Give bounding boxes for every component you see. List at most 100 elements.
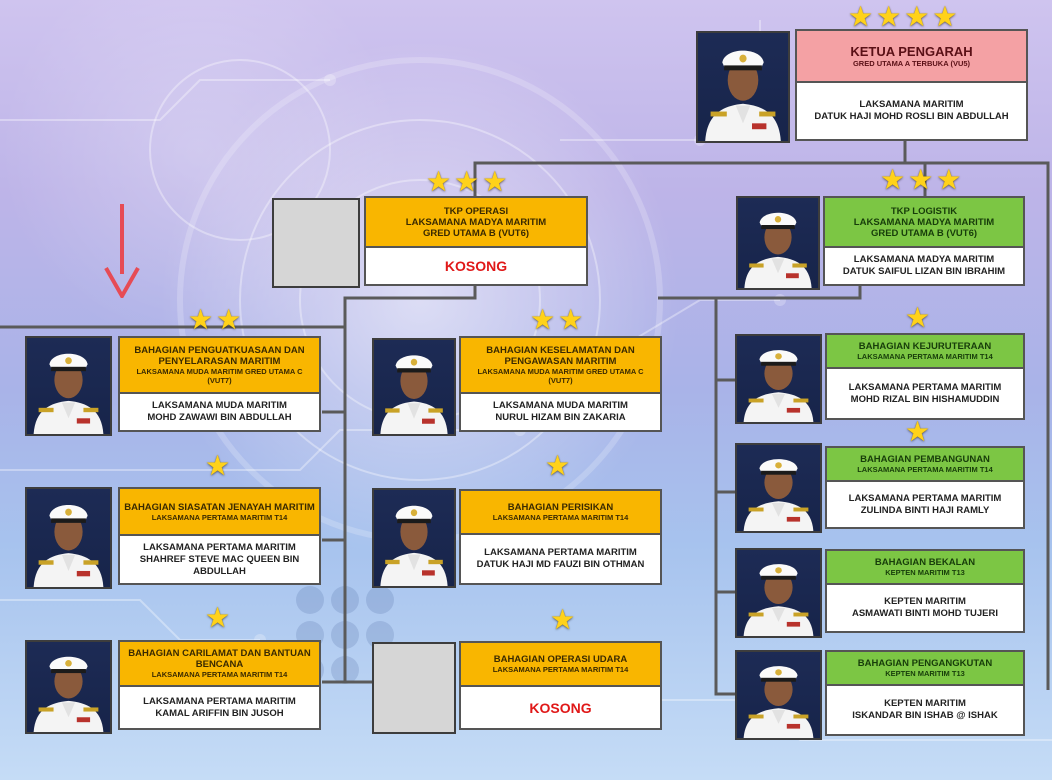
mid-0-name-block: LAKSAMANA MUDA MARITIM NURUL HIZAM BIN Z… <box>461 394 660 430</box>
star-icon: ★ <box>545 450 571 481</box>
mid-2-status: KOSONG <box>529 699 592 716</box>
right-1-stars: ★ <box>905 418 930 446</box>
mid-1-header: BAHAGIAN PERISIKAN LAKSAMANA PERTAMA MAR… <box>461 491 660 535</box>
officer-portrait-icon <box>33 353 104 434</box>
director-grade: GRED UTAMA A TERBUKA (VU5) <box>852 59 971 68</box>
ops-stars: ★★★ <box>426 168 507 196</box>
mid-0-photo <box>372 338 456 436</box>
ops-card: TKP OPERASI LAKSAMANA MADYA MARITIM GRED… <box>364 196 588 286</box>
left-1-name: SHAHREF STEVE MAC QUEEN BIN ABDULLAH <box>139 553 300 577</box>
mid-1-stars: ★ <box>545 452 570 480</box>
director-stars: ★★★★ <box>848 3 957 31</box>
mid-2-grade: LAKSAMANA PERTAMA MARITIM T14 <box>492 665 629 674</box>
star-icon: ★ <box>205 450 231 481</box>
officer-portrait-icon <box>743 350 814 422</box>
left-1-stars: ★ <box>205 452 230 480</box>
right-1-rank: LAKSAMANA PERTAMA MARITIM <box>848 492 1002 504</box>
right-2-name: ASMAWATI BINTI MOHD TUJERI <box>851 608 999 619</box>
left-2-header: BAHAGIAN CARILAMAT DAN BANTUAN BENCANA L… <box>120 642 319 687</box>
right-3-title: BAHAGIAN PENGANGKUTAN <box>857 658 993 669</box>
left-1-name-block: LAKSAMANA PERTAMA MARITIM SHAHREF STEVE … <box>120 536 319 583</box>
right-2-name-block: KEPTEN MARITIM ASMAWATI BINTI MOHD TUJER… <box>827 585 1023 631</box>
left-0-name: MOHD ZAWAWI BIN ABDULLAH <box>147 412 292 423</box>
left-0-photo <box>25 336 112 436</box>
left-1-photo <box>25 487 112 589</box>
left-0-header: BAHAGIAN PENGUATKUASAAN DAN PENYELARASAN… <box>120 338 319 394</box>
right-2-card: BAHAGIAN BEKALAN KEPTEN MARITIM T13 KEPT… <box>825 549 1025 633</box>
ops-status: KOSONG <box>444 258 508 274</box>
left-2-rank: LAKSAMANA PERTAMA MARITIM <box>143 695 296 707</box>
left-2-grade: LAKSAMANA PERTAMA MARITIM T14 <box>151 670 288 679</box>
director-photo <box>696 31 790 143</box>
mid-1-card: BAHAGIAN PERISIKAN LAKSAMANA PERTAMA MAR… <box>459 489 662 585</box>
star-icon: ★ <box>936 164 962 195</box>
star-icon: ★ <box>426 166 452 197</box>
star-icon: ★ <box>880 164 906 195</box>
star-icon: ★ <box>904 1 930 32</box>
director-rank: LAKSAMANA MARITIM <box>859 99 964 110</box>
left-1-grade: LAKSAMANA PERTAMA MARITIM T14 <box>151 512 288 522</box>
star-icon: ★ <box>848 1 874 32</box>
left-0-rank: LAKSAMANA MUDA MARITIM <box>152 400 287 411</box>
mid-1-grade: LAKSAMANA PERTAMA MARITIM T14 <box>492 513 629 522</box>
mid-2-status-block: KOSONG <box>461 687 660 728</box>
mid-0-grade: LAKSAMANA MUDA MARITIM GRED UTAMA C (VUT… <box>477 367 644 385</box>
right-2-title: BAHAGIAN BEKALAN <box>874 557 976 568</box>
ops-title: TKP OPERASI <box>443 205 509 217</box>
logistics-photo <box>736 196 820 290</box>
star-icon: ★ <box>482 166 508 197</box>
officer-portrait-icon <box>743 459 814 531</box>
director-name-block: LAKSAMANA MARITIM DATUK HAJI MOHD ROSLI … <box>797 83 1026 139</box>
mid-2-title: BAHAGIAN OPERASI UDARA <box>493 654 628 665</box>
mid-0-stars: ★★ <box>530 306 583 334</box>
right-3-name-block: KEPTEN MARITIM ISKANDAR BIN ISHAB @ ISHA… <box>827 686 1023 734</box>
right-1-card: BAHAGIAN PEMBANGUNAN LAKSAMANA PERTAMA M… <box>825 446 1025 529</box>
left-2-name: KAMAL ARIFFIN BIN JUSOH <box>155 707 284 719</box>
officer-portrait-icon <box>743 666 814 738</box>
officer-portrait-icon <box>705 50 781 141</box>
right-3-name: ISKANDAR BIN ISHAB @ ISHAK <box>852 710 998 721</box>
right-1-photo <box>735 443 822 533</box>
left-0-grade: LAKSAMANA MUDA MARITIM GRED UTAMA C (VUT… <box>136 367 303 385</box>
left-2-photo <box>25 640 112 734</box>
mid-0-header: BAHAGIAN KESELAMATAN DAN PENGAWASAN MARI… <box>461 338 660 394</box>
right-2-photo <box>735 548 822 638</box>
officer-portrait-icon <box>743 564 814 636</box>
mid-0-name: NURUL HIZAM BIN ZAKARIA <box>495 412 626 423</box>
left-2-stars: ★ <box>205 604 230 632</box>
logistics-rank-line: LAKSAMANA MADYA MARITIM <box>853 216 995 228</box>
logistics-rank: LAKSAMANA MADYA MARITIM <box>853 254 995 265</box>
left-2-name-block: LAKSAMANA PERTAMA MARITIM KAMAL ARIFFIN … <box>120 687 319 728</box>
right-3-header: BAHAGIAN PENGANGKUTAN KEPTEN MARITIM T13 <box>827 652 1023 686</box>
director-name: DATUK HAJI MOHD ROSLI BIN ABDULLAH <box>814 111 1009 122</box>
officer-portrait-icon <box>380 355 448 434</box>
right-1-title: BAHAGIAN PEMBANGUNAN <box>860 454 990 465</box>
right-0-title: BAHAGIAN KEJURUTERAAN <box>858 341 992 352</box>
ops-status-block: KOSONG <box>366 248 586 284</box>
right-0-rank: LAKSAMANA PERTAMA MARITIM <box>848 381 1002 393</box>
mid-0-rank: LAKSAMANA MUDA MARITIM <box>493 400 628 411</box>
right-1-grade: LAKSAMANA PERTAMA MARITIM T14 <box>857 465 993 474</box>
mid-2-stars: ★ <box>550 606 575 634</box>
mid-2-photo-placeholder <box>372 642 456 734</box>
star-icon: ★ <box>216 304 242 335</box>
star-icon: ★ <box>558 304 584 335</box>
mid-2-card: BAHAGIAN OPERASI UDARA LAKSAMANA PERTAMA… <box>459 641 662 730</box>
right-3-grade: KEPTEN MARITIM T13 <box>885 669 965 678</box>
logistics-card: TKP LOGISTIK LAKSAMANA MADYA MARITIM GRE… <box>823 196 1025 286</box>
right-1-header: BAHAGIAN PEMBANGUNAN LAKSAMANA PERTAMA M… <box>827 448 1023 482</box>
star-icon: ★ <box>550 604 576 635</box>
left-0-name-block: LAKSAMANA MUDA MARITIM MOHD ZAWAWI BIN A… <box>120 394 319 430</box>
logistics-name-block: LAKSAMANA MADYA MARITIM DATUK SAIFUL LIZ… <box>825 248 1023 284</box>
right-3-rank: KEPTEN MARITIM <box>884 698 966 709</box>
ops-rank-line: LAKSAMANA MADYA MARITIM <box>405 216 547 228</box>
mid-2-header: BAHAGIAN OPERASI UDARA LAKSAMANA PERTAMA… <box>461 643 660 687</box>
mid-0-title: BAHAGIAN KESELAMATAN DAN PENGAWASAN MARI… <box>486 345 635 367</box>
right-0-stars: ★ <box>905 304 930 332</box>
star-icon: ★ <box>905 416 931 447</box>
right-1-name-block: LAKSAMANA PERTAMA MARITIM ZULINDA BINTI … <box>827 482 1023 527</box>
director-card: KETUA PENGARAH GRED UTAMA A TERBUKA (VU5… <box>795 29 1028 141</box>
left-1-title: BAHAGIAN SIASATAN JENAYAH MARITIM <box>124 501 315 513</box>
left-2-title: BAHAGIAN CARILAMAT DAN BANTUAN BENCANA <box>128 648 311 670</box>
star-icon: ★ <box>932 1 958 32</box>
